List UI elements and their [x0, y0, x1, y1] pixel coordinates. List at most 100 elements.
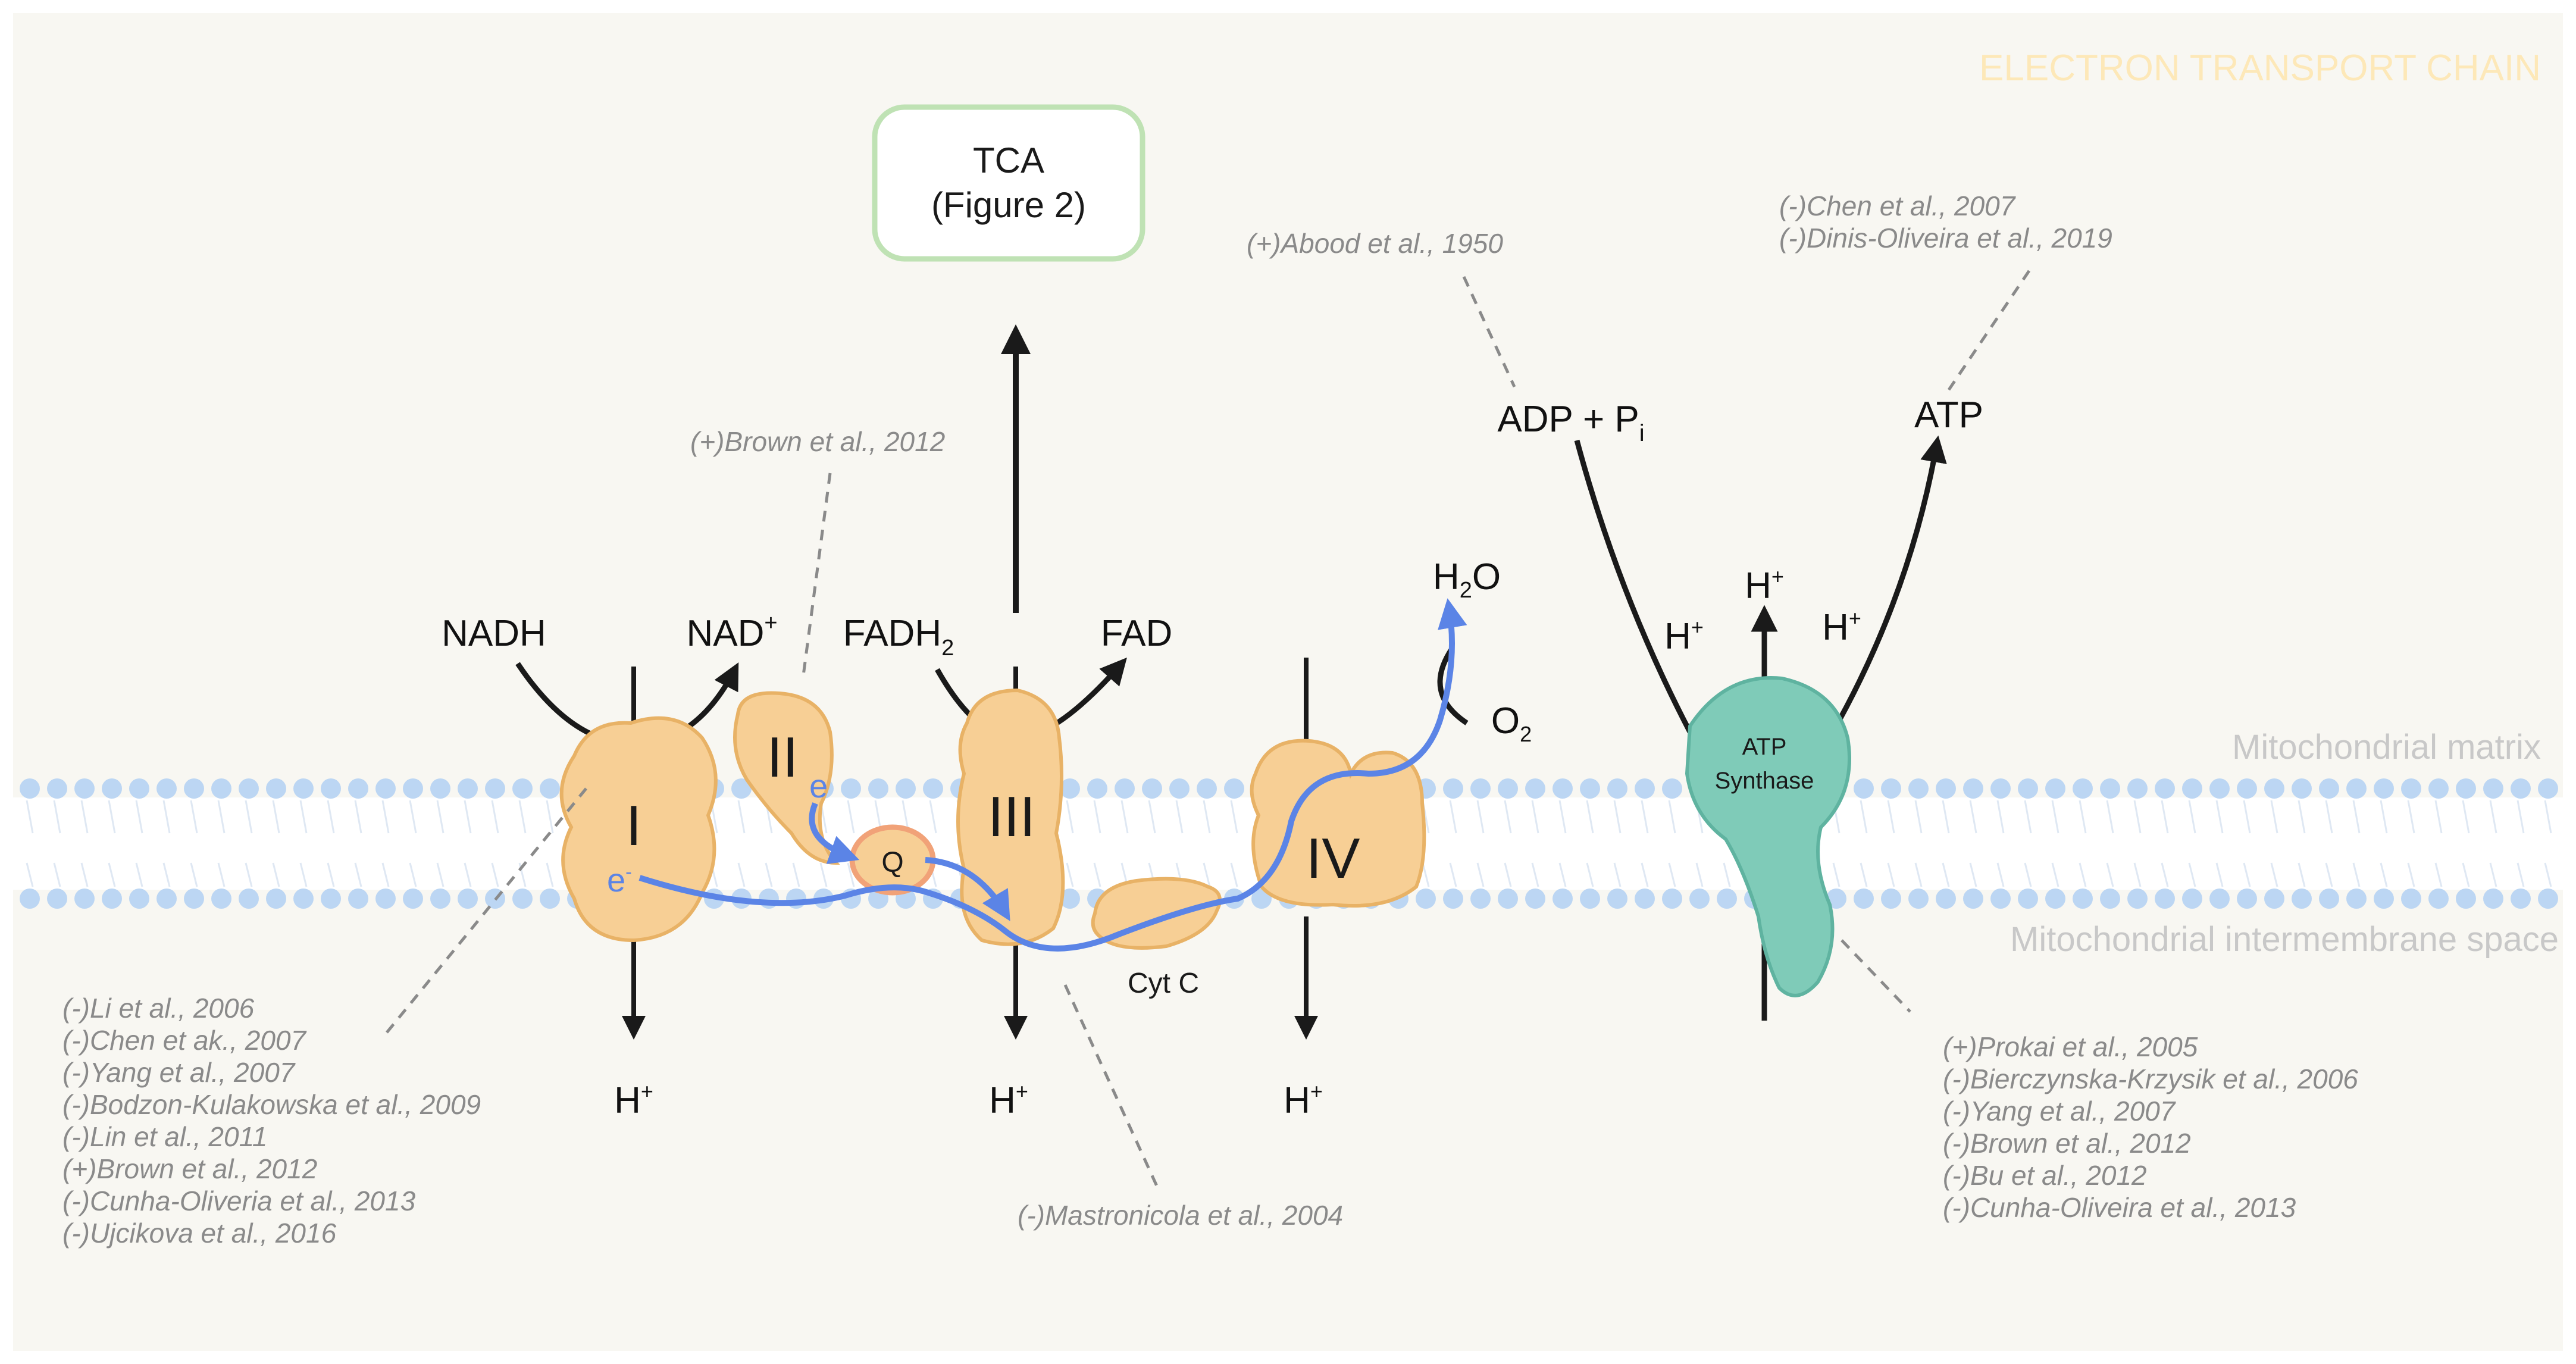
lipid-head	[102, 778, 122, 799]
reference-item: (-)Lin et al., 2011	[62, 1121, 267, 1152]
lipid-tail	[2243, 800, 2251, 834]
lipid-tail	[272, 862, 280, 887]
complex-3: III	[956, 688, 1065, 946]
lipid-head	[375, 889, 396, 909]
atp-label: ATP	[1914, 395, 1983, 436]
lipid-head	[2511, 889, 2531, 909]
lipid-head	[1635, 889, 1655, 909]
lipid-tail	[245, 862, 253, 887]
lipid-tail	[80, 800, 89, 834]
lipid-head	[239, 889, 259, 909]
reference-item: (+)Brown et al., 2012	[690, 426, 945, 457]
lipid-head	[1470, 889, 1491, 909]
oxygen-curl	[1437, 647, 1469, 725]
electron-label-complex1: e-	[607, 861, 632, 899]
lipid-head	[2346, 889, 2367, 909]
lipid-tail	[1942, 800, 1950, 834]
lipid-tail	[2024, 862, 2032, 887]
lipid-tail	[2243, 862, 2251, 887]
lipid-tail	[53, 862, 61, 887]
lipid-head	[1607, 889, 1627, 909]
lipid-tail	[108, 862, 116, 887]
lipid-head	[1224, 778, 1244, 799]
electron-path-complex2	[809, 802, 860, 864]
nadh-label: NADH	[442, 613, 546, 654]
lipid-tail	[1504, 800, 1512, 834]
cytochrome-c-label: Cyt C	[1128, 968, 1199, 999]
lipid-head	[512, 778, 533, 799]
lipid-tail	[1558, 862, 1567, 887]
lipid-tail	[1422, 862, 1430, 887]
lipid-tail	[2215, 800, 2224, 834]
proton-label-synthase-top: H+	[1745, 564, 1784, 606]
synthase-to-atp-arrow	[1830, 435, 1947, 734]
lipid-head	[2346, 778, 2367, 799]
connector-atp	[1947, 270, 2031, 391]
lipid-head	[1525, 778, 1545, 799]
lipid-head	[2018, 778, 2038, 799]
lipid-head	[2182, 778, 2202, 799]
adp-label: ADP + Pi	[1497, 399, 1644, 446]
tca-box: TCA (Figure 2)	[872, 104, 1145, 262]
lipid-head	[2428, 889, 2449, 909]
complex-4: IV	[1250, 739, 1426, 908]
proton-label-synthase-right: H+	[1822, 606, 1861, 648]
connector-complex2	[802, 473, 832, 676]
lipid-tail	[1613, 862, 1622, 887]
lipid-head	[266, 889, 286, 909]
lipid-head	[2374, 889, 2394, 909]
lipid-head	[485, 778, 505, 799]
lipid-tail	[1476, 800, 1485, 834]
lipid-head	[1197, 778, 1217, 799]
lipid-tail	[162, 862, 171, 887]
lipid-tail	[2489, 800, 2497, 834]
references-adp: (+)Abood et al., 1950	[1247, 228, 1503, 259]
lipid-tail	[1969, 800, 1977, 834]
lipid-tail	[2489, 862, 2497, 887]
quinone-label: Q	[881, 847, 903, 878]
lipid-tail	[1887, 862, 1895, 887]
proton-label-complex4: H+	[1284, 1079, 1323, 1121]
lipid-tail	[2325, 862, 2333, 887]
lipid-tail	[436, 862, 445, 887]
reference-item: (-)Brown et al., 2012	[1943, 1128, 2191, 1159]
lipid-tail	[2161, 800, 2169, 834]
lipid-tail	[1613, 800, 1622, 834]
lipid-tail	[1914, 862, 1923, 887]
lipid-tail	[272, 800, 280, 834]
references-atp: (-)Chen et al., 2007 (-)Dinis-Oliveira e…	[1779, 190, 2112, 254]
lipid-tail	[1066, 862, 1074, 887]
lipid-tail	[2079, 862, 2087, 887]
lipid-head	[348, 889, 368, 909]
lipid-tail	[2215, 862, 2224, 887]
lipid-head	[74, 889, 95, 909]
lipid-head	[1635, 778, 1655, 799]
lipid-tail	[2161, 862, 2169, 887]
lipid-head	[1115, 778, 1135, 799]
matrix-label: Mitochondrial matrix	[2232, 728, 2541, 767]
lipid-tail	[765, 862, 773, 887]
lipid-tail	[2188, 800, 2196, 834]
lipid-head	[1662, 778, 1682, 799]
lipid-head	[1854, 889, 1874, 909]
lipid-tail	[1120, 800, 1129, 834]
lipid-tail	[546, 800, 554, 834]
lipid-tail	[80, 862, 89, 887]
lipid-tail	[299, 862, 308, 887]
lipid-tail	[2352, 862, 2361, 887]
lipid-head	[1908, 889, 1929, 909]
membrane-heads-top	[20, 778, 2558, 799]
lipid-tail	[546, 862, 554, 887]
adp-to-synthase-line	[1574, 439, 1692, 734]
connector-synthase	[1841, 939, 1911, 1013]
lipid-head	[2045, 889, 2065, 909]
lipid-head	[2511, 778, 2531, 799]
lipid-tail	[1996, 800, 2005, 834]
lipid-head	[403, 778, 423, 799]
lipid-head	[2374, 778, 2394, 799]
reference-item: (-)Mastronicola et al., 2004	[1018, 1200, 1343, 1231]
lipid-tail	[217, 800, 226, 834]
reference-item: (-)Cunha-Oliveira et al., 2013	[1943, 1192, 2296, 1223]
lipid-head	[1662, 889, 1682, 909]
lipid-tail	[1449, 800, 1457, 834]
